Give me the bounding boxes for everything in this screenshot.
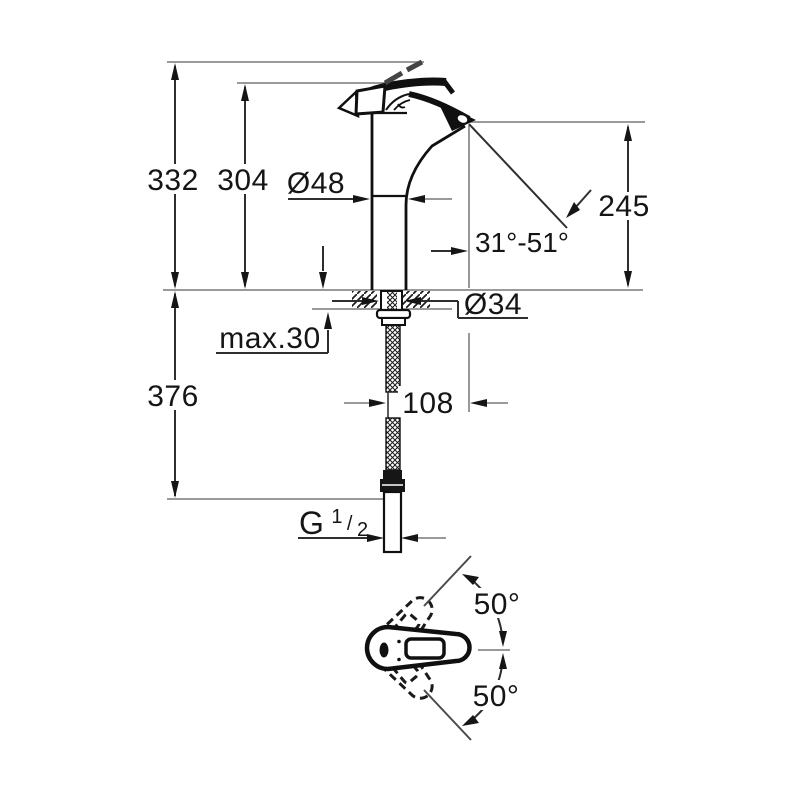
cartridge-detail xyxy=(397,103,406,109)
arrowhead xyxy=(624,124,632,141)
arrowhead xyxy=(171,291,179,308)
faucet-side-view xyxy=(336,59,476,554)
arrowhead xyxy=(171,481,179,498)
cartridge-curve-2 xyxy=(393,99,411,111)
lever-right-end xyxy=(442,79,455,95)
label-height-to-lever: 304 xyxy=(217,164,269,197)
arrowhead xyxy=(499,631,507,647)
dim-max-thickness: max.30 xyxy=(216,246,332,355)
hose-fitting xyxy=(383,470,402,479)
stream-leader xyxy=(574,189,592,209)
label-body-diameter: Ø48 xyxy=(287,167,345,200)
arrowhead xyxy=(470,399,487,407)
detail-dot xyxy=(397,657,401,662)
arrowhead xyxy=(367,534,384,542)
label-hole-diameter: Ø34 xyxy=(464,288,522,321)
label-overall-height: 332 xyxy=(147,164,199,197)
detail-dot xyxy=(397,639,401,644)
dim-hole-diameter: Ø34 xyxy=(332,288,528,321)
upper-angle-line xyxy=(423,555,472,607)
lever-end-face xyxy=(354,84,387,116)
label-below-deck-length: 376 xyxy=(147,380,199,413)
dim-spout-reach: 108 xyxy=(344,386,508,420)
label-thread: G 1 / 2 xyxy=(299,505,368,541)
extension-lines xyxy=(163,61,645,500)
spout-tip xyxy=(438,102,476,131)
arrowhead xyxy=(401,534,418,542)
pivot-mark xyxy=(379,642,389,658)
aerator xyxy=(457,115,468,123)
arrowhead xyxy=(451,247,468,255)
arrowhead xyxy=(462,715,479,726)
arrowhead xyxy=(362,297,379,305)
arrowhead xyxy=(624,271,632,288)
dim-overall-height: 332 xyxy=(146,63,202,289)
arrowhead xyxy=(462,574,479,585)
spout xyxy=(408,91,476,131)
label-spout-reach: 108 xyxy=(402,387,454,420)
dim-spout-height: 245 xyxy=(596,124,654,288)
lower-angle-line xyxy=(423,689,472,741)
dim-body-diameter: Ø48 xyxy=(287,167,452,203)
arrowhead xyxy=(499,653,507,669)
mounting-flange xyxy=(375,308,412,320)
arrowhead xyxy=(241,84,249,101)
flex-hose-upper xyxy=(385,324,401,393)
label-swivel-lower: 50° xyxy=(473,680,520,713)
arrowhead xyxy=(566,202,580,218)
arrowhead xyxy=(324,312,332,329)
handle-top-view: 50° 50° xyxy=(364,555,526,741)
faucet-body xyxy=(370,111,466,290)
arrowhead xyxy=(171,272,179,289)
arrowhead xyxy=(404,297,421,305)
arrowhead xyxy=(369,399,386,407)
connection-tube xyxy=(382,490,403,554)
arrowhead xyxy=(171,63,179,80)
mounting-collar xyxy=(381,317,406,326)
label-spray-angle: 31°-51° xyxy=(475,227,569,258)
label-max-thickness: max.30 xyxy=(219,322,320,355)
arrowhead xyxy=(241,272,249,289)
flex-hose-lower xyxy=(385,417,401,471)
cartridge-curve-1 xyxy=(385,93,410,111)
arrowhead xyxy=(408,195,425,203)
dim-height-to-lever: 304 xyxy=(216,84,272,289)
lever-handle xyxy=(336,59,455,118)
shank-thread xyxy=(387,291,397,310)
stream-direction-line xyxy=(468,123,568,229)
arrowhead xyxy=(353,195,370,203)
raised-lever-dash-1 xyxy=(383,70,404,86)
raised-lever-dash-2 xyxy=(405,59,424,73)
dim-thread: G 1 / 2 xyxy=(298,505,446,542)
dim-spray-angle: 31°-51° xyxy=(431,123,592,258)
body-right-edge-spout-underside xyxy=(404,124,466,290)
arrowhead xyxy=(319,272,327,289)
label-swivel-upper: 50° xyxy=(474,588,521,621)
lever-pad xyxy=(404,637,446,660)
dim-below-deck-length: 376 xyxy=(146,291,202,498)
label-spout-height: 245 xyxy=(598,190,650,223)
